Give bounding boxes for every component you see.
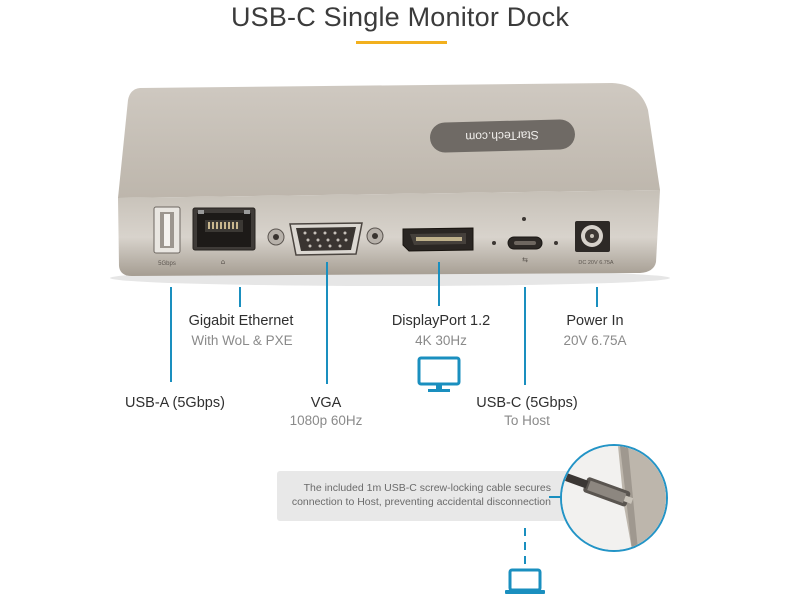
ethernet-callout-line (239, 287, 241, 307)
dash-2 (524, 542, 526, 550)
displayport-sub: 4K 30Hz (415, 333, 467, 348)
usb-a-port (153, 206, 181, 254)
ethernet-port (192, 207, 256, 251)
power-port (575, 221, 610, 252)
power-sub: 20V 6.75A (563, 333, 627, 348)
usbc-sub: To Host (504, 413, 550, 428)
ethernet-label: Gigabit Ethernet (188, 313, 294, 329)
brand-logo: StarTech.com (465, 128, 539, 144)
usbc-label: USB-C (5Gbps) (476, 395, 578, 411)
dash-3 (524, 556, 526, 564)
usba-callout-line (170, 287, 172, 382)
cable-note: The included 1m USB-C screw-locking cabl… (277, 471, 577, 521)
power-callout-line (596, 287, 598, 307)
usba-label: USB-A (5Gbps) (125, 395, 225, 411)
displayport-callout-line (438, 262, 440, 306)
power-silkscreen: DC 20V 6.75A (578, 260, 613, 266)
vga-callout-line (326, 262, 328, 384)
vga-sub: 1080p 60Hz (289, 413, 363, 428)
cable-closeup (560, 444, 668, 552)
laptop-icon (505, 568, 545, 594)
ethernet-sub: With WoL & PXE (191, 333, 293, 348)
title-underline (356, 41, 447, 44)
displayport-label: DisplayPort 1.2 (391, 313, 491, 329)
svg-text:⇆: ⇆ (522, 256, 528, 264)
cable-note-text: The included 1m USB-C screw-locking cabl… (291, 482, 551, 508)
monitor-icon (417, 356, 461, 392)
usb-c-port (507, 236, 543, 250)
displayport-port (402, 227, 474, 252)
page-title: USB-C Single Monitor Dock (230, 2, 570, 32)
vga-label: VGA (310, 395, 342, 411)
usbc-callout-line (524, 287, 526, 385)
svg-text:⌂: ⌂ (221, 258, 225, 266)
vga-port (267, 222, 384, 256)
note-connector (549, 496, 563, 498)
usba-silkscreen: 5Gbps (158, 261, 176, 267)
power-label: Power In (566, 313, 624, 329)
dash-1 (524, 528, 526, 536)
